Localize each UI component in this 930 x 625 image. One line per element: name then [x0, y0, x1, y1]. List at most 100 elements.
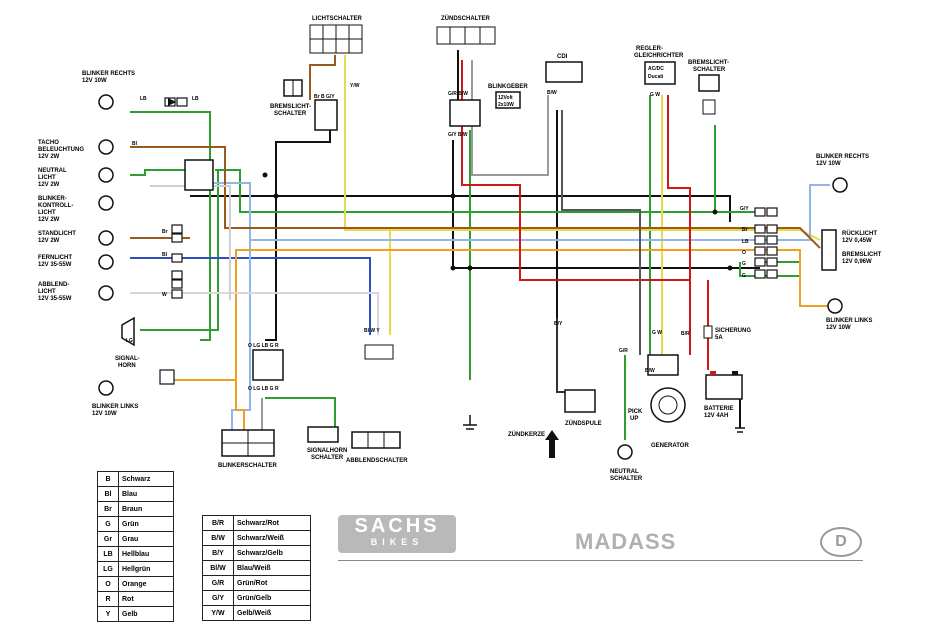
- standlicht-label-2: 12V 2W: [38, 238, 60, 244]
- legend-b-code: B/Y: [202, 545, 234, 561]
- wire-black-zuend: [275, 120, 331, 150]
- wire-brown-bus: [130, 146, 821, 249]
- zuendspule: ZÜNDSPULE: [564, 389, 602, 427]
- country-badge: D: [820, 527, 862, 557]
- kontroll-label-2: KONTROLL-: [38, 203, 73, 209]
- legend-a-name: Gelb: [118, 606, 174, 622]
- abblend-label-2: LICHT: [38, 289, 56, 295]
- blinker-links-rear-label-1: BLINKER LINKS: [826, 318, 872, 324]
- batterie-label-1: BATTERIE: [704, 406, 734, 412]
- abblend-connector: [364, 344, 394, 360]
- junction-dot: [262, 172, 268, 178]
- bremslicht-schalter-front-label-2: SCHALTER: [274, 111, 307, 117]
- wire-black-main: [190, 195, 731, 222]
- generator: GENERATOR G W: [647, 330, 689, 449]
- legend-a-code: Br: [97, 501, 119, 517]
- ground-symbols: [463, 415, 745, 433]
- tacho-label-2: BELEUCHTUNG: [38, 147, 84, 153]
- wire-green-blinker-r: [130, 111, 211, 341]
- junction-dot: [712, 209, 718, 215]
- lamp-blinker-rechts: [98, 94, 114, 110]
- kontroll-label-3: LICHT: [38, 210, 56, 216]
- wire-tag: B/W: [547, 90, 557, 96]
- bremslicht-schalter-rear-label-1: BREMSLICHT-: [688, 60, 729, 66]
- wire-tag: Br: [162, 229, 168, 235]
- fernlicht-label-1: FERNLICHT: [38, 255, 72, 261]
- wire-tag: B/W: [645, 368, 655, 374]
- hornschalter-label-2: SCHALTER: [311, 455, 344, 461]
- zuendkerze: ZÜNDKERZE: [508, 430, 559, 458]
- sachs-bikes-logo: SACHS BIKES: [338, 515, 456, 553]
- regler-box-1: AC/DC: [648, 66, 664, 72]
- blinker-links-rear-label-2: 12V 10W: [826, 325, 851, 331]
- blinker-rechts-front-label-1: BLINKER RECHTS: [82, 71, 135, 77]
- batterie-label-2: 12V 4AH: [704, 413, 728, 419]
- blinkgeber-label: BLINKGEBER: [488, 84, 528, 90]
- wire-tag: O LG LB G R: [248, 343, 279, 349]
- wire-lightblue-top: [200, 182, 830, 241]
- bremslicht-schalter-rear-label-2: SCHALTER: [693, 67, 726, 73]
- bremslichtschalter-front: BREMSLICHT- SCHALTER: [270, 79, 311, 117]
- wire-tag: G/R B/W: [448, 91, 468, 97]
- wire-green-right: [714, 125, 760, 213]
- wire-tag: Bl: [132, 141, 138, 147]
- wire-tag: Bl: [162, 252, 168, 258]
- lamps-front: [98, 94, 114, 396]
- pickup-label-2: UP: [630, 416, 638, 422]
- junction-dot: [450, 265, 456, 271]
- wire-orange-blinkerschalter: [235, 380, 245, 430]
- wire-tag: LB: [140, 96, 147, 102]
- bremslichtschalter-rear: BREMSLICHT- SCHALTER: [688, 60, 729, 115]
- regler-gleichrichter: AC/DC Ducati REGLER- GLEICHRICHTER: [634, 46, 684, 85]
- legend-a-name: Blau: [118, 486, 174, 502]
- regler-label-2: GLEICHRICHTER: [634, 53, 684, 59]
- legend-b-code: Bl/W: [202, 560, 234, 576]
- ruecklicht-label-2: 12V 0,45W: [842, 238, 872, 244]
- legend-b-name: Gelb/Weiß: [233, 605, 311, 621]
- legend-a-code: LG: [97, 561, 119, 577]
- wire-tag: O LG LB G R: [248, 386, 279, 392]
- wire-by-spule: [556, 318, 565, 393]
- horn-label-1: SIGNAL-: [115, 356, 140, 362]
- junction-dot: [273, 193, 279, 199]
- sachs-logo-top: SACHS: [354, 515, 440, 537]
- wire-tag: G W: [650, 92, 660, 98]
- legend-a-code: Y: [97, 606, 119, 622]
- lamp-blinker-rechts-rear: [832, 177, 848, 193]
- neutral-schalter-label-2: SCHALTER: [610, 476, 643, 482]
- legend-b-name: Schwarz/Gelb: [233, 545, 311, 561]
- wire-blue-fernlicht: [130, 257, 371, 335]
- generator-label: GENERATOR: [651, 443, 689, 449]
- wire-bw-gen: [561, 110, 641, 355]
- neutral-schalter: NEUTRAL SCHALTER: [610, 444, 643, 482]
- lamp-tacho: [98, 139, 114, 155]
- regler-box-2: Ducati: [648, 74, 664, 80]
- bremslicht-label-1: BREMSLICHT: [842, 252, 882, 258]
- front-connectors: [159, 97, 188, 385]
- legend-b-name: Schwarz/Rot: [233, 515, 311, 531]
- wire-brown-top: [309, 55, 336, 100]
- legend-a-code: G: [97, 516, 119, 532]
- wire-tag: LB: [742, 239, 749, 245]
- junction-dot: [727, 265, 733, 271]
- wire-tag: G/Y: [740, 206, 749, 212]
- blinkgeber-box-2: 2x10W: [498, 102, 514, 108]
- wire-tag: G: [742, 273, 746, 279]
- sachs-logo-bottom: BIKES: [370, 537, 424, 547]
- rear-connectors: [754, 207, 778, 279]
- wire-grey-zuend: [471, 60, 549, 176]
- wire-tag: B/Y: [554, 321, 563, 327]
- junctions: [262, 172, 733, 271]
- legend-b-name: Grün/Gelb: [233, 590, 311, 606]
- sicherung: SICHERUNG 5A: [703, 325, 751, 341]
- signal-horn: [121, 316, 135, 347]
- legend-a-name: Braun: [118, 501, 174, 517]
